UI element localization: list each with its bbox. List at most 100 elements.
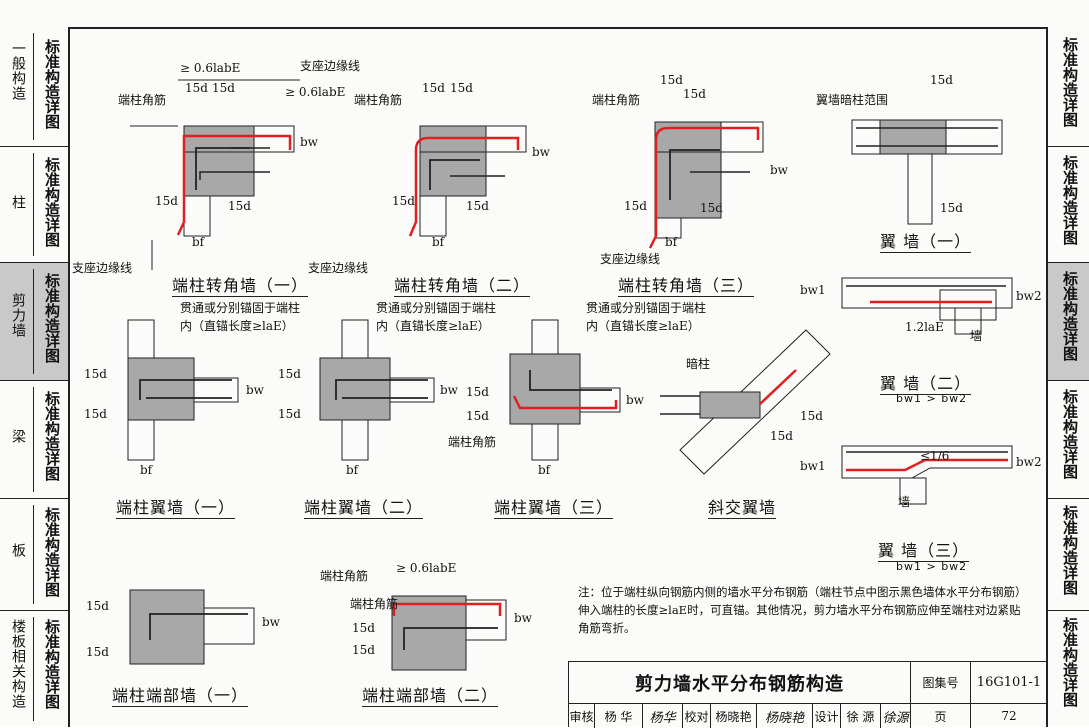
right-tab-3[interactable]: 标准构造详图: [1048, 263, 1089, 381]
caption-wing-wall-2: 翼 墙（二）: [880, 374, 972, 395]
design-label: 设计: [813, 704, 841, 728]
dim-15d: 15d: [278, 367, 301, 381]
drawing-frame: [68, 27, 1046, 727]
left-tab-slab-related[interactable]: 楼板相关构造 标准构造详图: [0, 611, 68, 727]
wall-horizontal: [203, 607, 255, 645]
right-tab-5[interactable]: 标准构造详图: [1048, 499, 1089, 611]
right-tab-6[interactable]: 标准构造详图: [1048, 611, 1089, 727]
anchor-note-1: 贯通或分别锚固于端柱: [180, 300, 300, 315]
dim-bw: bw: [300, 135, 319, 149]
support-edge-label: 支座边缘线: [300, 58, 360, 73]
left-tab-section: 梁: [10, 429, 26, 444]
dim-la06: ≥ 0.6labE: [396, 561, 456, 575]
wall-horizontal: [193, 377, 239, 403]
wall-bar: [149, 613, 248, 640]
dim-15d: 15d: [700, 201, 723, 215]
atlas-number: 16G101-1: [971, 662, 1047, 704]
right-tab-label: 标准构造详图: [1061, 37, 1079, 127]
dim-15d: 15d: [84, 407, 107, 421]
caption-oblique-wing: 斜交翼墙: [708, 498, 777, 519]
right-tab-label: 标准构造详图: [1061, 505, 1079, 595]
dim-bw: bw: [514, 611, 533, 625]
dim-bw2: bw2: [1016, 289, 1042, 303]
dim-15d: 15d: [940, 201, 963, 215]
dim-15d: 15d: [352, 621, 375, 635]
dim-bw: bw: [626, 393, 645, 407]
dim-15d: 15d: [185, 81, 208, 95]
left-tab-label: 标准构造详图: [43, 507, 61, 597]
corner-bar-label: 端柱角筋: [320, 568, 368, 583]
caption-end-column-wing-1: 端柱翼墙（一）: [116, 498, 236, 519]
dim-15d: 15d: [212, 81, 235, 95]
corner-bar-label: 端柱角筋: [448, 434, 496, 449]
corner-bar-label: 端柱角筋: [350, 596, 398, 611]
dim-15d: 15d: [800, 409, 823, 423]
detail-end-column-end-wall-1: [129, 589, 255, 665]
dim-bf: bf: [538, 463, 552, 477]
page-number: 72: [1001, 709, 1017, 723]
dim-15d: 15d: [683, 87, 706, 101]
anchor-note-2: 内（直锚长度≥laE）: [180, 318, 294, 333]
detail-wing-wall-2: [841, 277, 1013, 335]
wall-horizontal: [579, 387, 621, 413]
dim-15d: 15d: [422, 81, 445, 95]
left-tab-shear-wall[interactable]: 剪力墙 标准构造详图: [0, 263, 68, 381]
caption-corner-wall-2: 端柱转角墙（二）: [394, 276, 531, 297]
right-tab-column: 标准构造详图 标准构造详图 标准构造详图 标准构造详图 标准构造详图 标准构造详…: [1046, 27, 1089, 727]
right-tab-label: 标准构造详图: [1061, 155, 1079, 245]
detail-end-column-wing-1: [127, 319, 239, 461]
wall-thin: [939, 289, 997, 321]
dim-bf: bf: [192, 235, 206, 249]
tab-divider: [33, 153, 34, 256]
dim-15d: 15d: [450, 81, 473, 95]
dim-15d: 15d: [155, 194, 178, 208]
title-block: 剪力墙水平分布钢筋构造 图集号 16G101-1 审核 杨 华 杨华 校对 杨晓…: [568, 661, 1047, 728]
caption-wing-wall-3: 翼 墙（三）: [878, 541, 970, 562]
wall-vertical: [419, 195, 447, 237]
caption-end-column-wing-2: 端柱翼墙（二）: [304, 498, 424, 519]
caption-corner-wall-1: 端柱转角墙（一）: [172, 276, 309, 297]
end-column: [127, 357, 195, 421]
right-tab-2[interactable]: 标准构造详图: [1048, 147, 1089, 263]
right-tab-1[interactable]: 标准构造详图: [1048, 27, 1089, 147]
wall-bar: [403, 627, 498, 650]
dim-15d: 15d: [228, 199, 251, 213]
left-tab-column-section[interactable]: 柱 标准构造详图: [0, 147, 68, 263]
tab-divider: [33, 617, 34, 721]
dim-15d: 15d: [770, 429, 793, 443]
caption-end-column-wing-3: 端柱翼墙（三）: [494, 498, 614, 519]
tab-divider: [33, 269, 34, 374]
drawing-note: 注：位于端柱纵向钢筋内侧的墙水平分布钢筋（端柱节点中图示黑色墙体水平分布钢筋）伸…: [578, 585, 1027, 635]
checker-name: 杨晓艳: [711, 704, 757, 728]
left-tab-label: 标准构造详图: [43, 273, 61, 363]
left-tab-label: 标准构造详图: [43, 157, 61, 247]
wall-horizontal: [389, 377, 435, 403]
end-column: [319, 357, 391, 421]
detail-oblique-wing: [660, 329, 831, 475]
check-label: 校对: [683, 704, 711, 728]
dim-la12: 1.2laE: [905, 320, 944, 334]
wall-bar: [529, 370, 612, 391]
right-tab-4[interactable]: 标准构造详图: [1048, 381, 1089, 499]
wall-bar: [335, 379, 428, 400]
detail-corner-wall-3: [648, 121, 764, 249]
dim-bw: bw: [770, 163, 789, 177]
dim-la06: ≥ 0.6labE: [285, 85, 345, 99]
end-column: [129, 589, 205, 665]
dim-bw2: bw2: [1016, 455, 1042, 469]
designer-name: 徐 源: [841, 704, 881, 728]
reviewer-name: 杨 华: [595, 704, 643, 728]
left-tab-section: 楼板相关构造: [10, 619, 26, 709]
left-tab-beam[interactable]: 梁 标准构造详图: [0, 381, 68, 499]
left-tab-slab[interactable]: 板 标准构造详图: [0, 499, 68, 611]
right-tab-label: 标准构造详图: [1061, 271, 1079, 361]
dim-bf: bf: [140, 463, 154, 477]
red-corner-bar: [648, 126, 760, 249]
left-tab-general[interactable]: 一般构造 标准构造详图: [0, 27, 68, 147]
tab-divider: [33, 33, 34, 140]
anchor-note-2: 内（直锚长度≥laE）: [586, 318, 700, 333]
right-tab-label: 标准构造详图: [1061, 617, 1079, 707]
dim-15d: 15d: [624, 199, 647, 213]
